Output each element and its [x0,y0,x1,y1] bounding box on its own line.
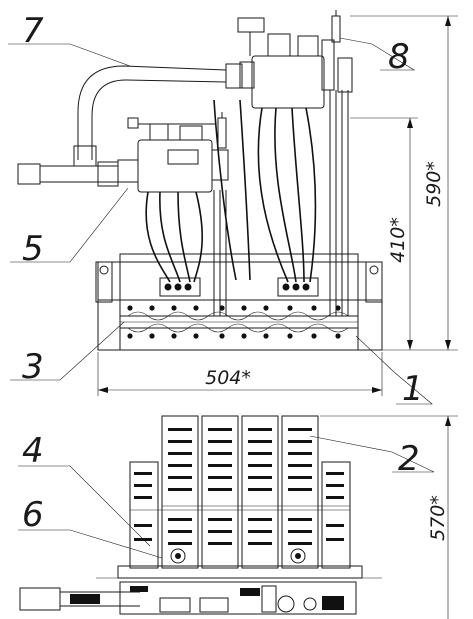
bottom-view: 570* 4 6 2 [18,415,458,619]
label-item-2: 2 [398,439,420,479]
cables [145,99,317,283]
lower-valve-assembly [117,112,229,193]
label-item-7: 7 [22,11,44,51]
base-plate [19,548,382,615]
leader-lines [8,37,433,405]
label-item-3: 3 [22,347,44,387]
terminal-block-left [159,277,201,297]
base-inner-frame [119,253,359,351]
rail-bolts [127,305,341,339]
panel-slots [134,428,344,545]
front-view: 590* 410* 504* 7 8 5 3 1 [8,10,458,409]
flex-hose [73,63,243,167]
bottom-leader-lines [18,435,435,559]
label-item-1: 1 [402,369,424,409]
dim-width: 504* [205,367,251,389]
upper-valve-assembly [237,10,353,109]
inlet-pipe [17,161,119,187]
label-item-5: 5 [22,229,44,269]
bottom-dimension-lines [320,415,458,619]
label-item-6: 6 [22,495,44,535]
dim-height-lower: 410* [387,217,409,263]
label-item-4: 4 [22,431,44,471]
label-item-8: 8 [388,37,410,77]
dim-height-total: 590* [423,161,445,207]
dim-height-bottom-view: 570* [427,495,449,541]
terminal-block-right [277,277,319,297]
left-mount-lug [95,261,113,303]
heater-panels [129,415,351,569]
right-mount-lug [365,261,383,303]
dimension-lines [97,15,458,396]
